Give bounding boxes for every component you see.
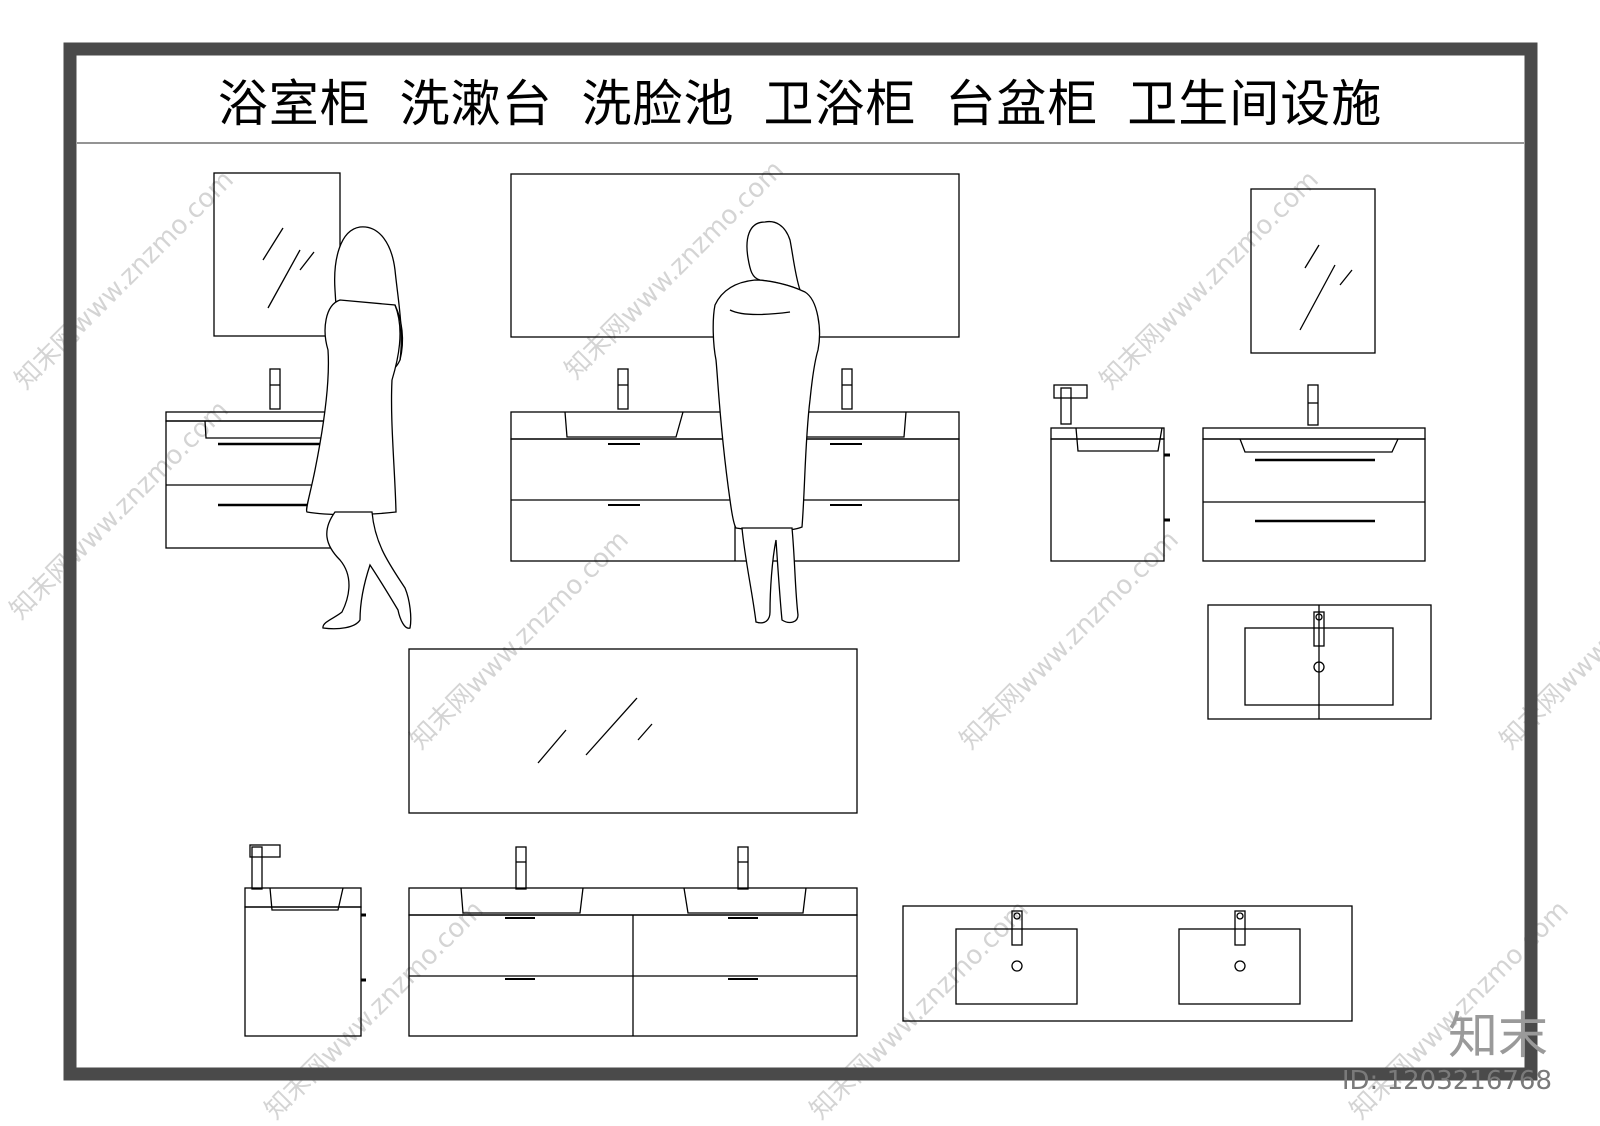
faucet — [269, 368, 281, 410]
brand-logo: 知末 — [1448, 1007, 1548, 1065]
side-view-small-cabinet — [1050, 384, 1170, 562]
double-basin-plan-view — [902, 905, 1353, 1022]
double-vanity-elevation-bottom — [408, 846, 858, 1037]
drawing-frame — [63, 42, 1538, 1081]
side-counter — [1050, 427, 1165, 440]
mirror — [213, 172, 341, 337]
large-mirror — [408, 648, 858, 814]
woman-figure-left — [305, 226, 412, 630]
countertop — [165, 411, 347, 422]
page-title: 浴室柜 洗漱台 洗脸池 卫浴柜 台盆柜 卫生间设施 — [217, 75, 1383, 133]
single-basin-plan-view — [1207, 604, 1432, 720]
single-vanity-elevation-right — [1202, 188, 1426, 562]
image-id-label: ID: 1203216768 — [1341, 1066, 1552, 1096]
woman-figure-center — [712, 220, 821, 624]
title-bar: 浴室柜 洗漱台 洗脸池 卫浴柜 台盆柜 卫生间设施 — [82, 58, 1518, 142]
basin-left — [564, 411, 684, 438]
basin — [204, 420, 340, 439]
mirror — [1250, 188, 1376, 354]
side-view-bottom — [244, 844, 366, 1037]
side-cabinet — [1050, 438, 1165, 562]
